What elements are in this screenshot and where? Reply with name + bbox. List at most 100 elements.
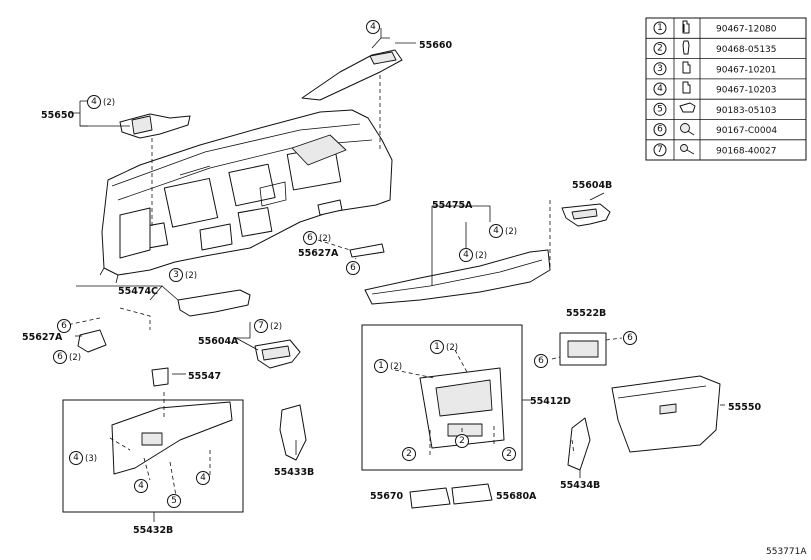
- svg-text:4: 4: [200, 473, 206, 483]
- screw-icon: [680, 123, 690, 133]
- instrument-panel: [99, 109, 393, 284]
- clip-icon: [682, 61, 691, 74]
- table-part-number: 90167-C0004: [716, 126, 777, 136]
- callout: 3 (2): [169, 268, 197, 282]
- svg-text:4: 4: [370, 22, 376, 32]
- table-part-number: 90168-40027: [716, 146, 777, 156]
- part-label-55433B: 55433B: [274, 467, 314, 478]
- part-label-55670: 55670: [370, 491, 403, 502]
- part-label-55475A: 55475A: [432, 200, 473, 211]
- callout: 6 (2): [303, 231, 331, 245]
- part-label-55680A: 55680A: [496, 491, 537, 502]
- vent-55680A: [451, 483, 493, 505]
- table-row: 6 90167-C0004: [653, 123, 777, 137]
- callout: 4 (2): [489, 224, 517, 238]
- svg-text:6: 6: [538, 356, 544, 366]
- svg-text:(2): (2): [69, 353, 81, 363]
- callout: 5: [167, 494, 181, 508]
- svg-text:3: 3: [173, 270, 179, 280]
- svg-text:(3): (3): [85, 454, 97, 464]
- side-vent-55650: [119, 113, 191, 139]
- svg-text:6: 6: [57, 352, 63, 362]
- table-row: 2 90468-05135: [653, 40, 777, 55]
- nut-icon: [679, 102, 696, 113]
- callout: 4 (2): [87, 95, 115, 109]
- callout: 4 (2): [459, 248, 487, 262]
- clip-55627A: [349, 243, 385, 258]
- part-label-55660: 55660: [419, 40, 452, 51]
- part-label-55650: 55650: [41, 110, 74, 121]
- callout: 4 (3): [69, 451, 97, 465]
- side-panel-55434B: [567, 417, 591, 471]
- callout: 2: [455, 434, 469, 448]
- leader-lines: [70, 28, 725, 522]
- part-label-55474C: 55474C: [118, 286, 158, 297]
- callout: 1 (2): [430, 340, 458, 354]
- part-label-55627A: 55627A: [298, 248, 339, 259]
- part-label-55547: 55547: [188, 371, 221, 382]
- svg-text:4: 4: [463, 250, 469, 260]
- svg-text:6: 6: [627, 333, 633, 343]
- callout: 4: [134, 479, 148, 493]
- table-row: 4 90467-10203: [653, 81, 777, 96]
- clip-55627A-left: [77, 329, 107, 353]
- callout: 6: [57, 319, 71, 333]
- svg-text:4: 4: [91, 97, 97, 107]
- callout: 6: [623, 331, 637, 345]
- svg-text:(2): (2): [475, 251, 487, 261]
- part-label-55412D: 55412D: [530, 396, 571, 407]
- table-ref: 2: [657, 44, 663, 54]
- clip-55547: [151, 367, 169, 387]
- callout: 7 (2): [254, 319, 282, 333]
- table-part-number: 90467-12080: [716, 25, 777, 35]
- catalog-number: 553771A: [766, 547, 807, 557]
- svg-text:(2): (2): [185, 271, 197, 281]
- callout: 6: [346, 261, 360, 275]
- table-ref: 7: [657, 145, 663, 155]
- group-box-55432B: [62, 399, 244, 513]
- svg-text:(2): (2): [103, 98, 115, 108]
- table-part-number: 90467-10201: [716, 65, 777, 75]
- side-panel-55433B: [279, 404, 307, 461]
- lower-panel-55432B: [111, 401, 233, 475]
- callout: 4: [196, 471, 210, 485]
- svg-text:6: 6: [350, 263, 356, 273]
- table-ref: 4: [657, 84, 663, 94]
- clip-icon: [682, 81, 691, 94]
- svg-text:4: 4: [73, 453, 79, 463]
- callout: 2: [502, 447, 516, 461]
- part-label-55604B: 55604B: [572, 180, 612, 191]
- callout: 2: [402, 447, 416, 461]
- panel-55475A: [364, 249, 551, 305]
- part-label-55550: 55550: [728, 402, 761, 413]
- table-part-number: 90468-05135: [716, 45, 777, 55]
- table-ref: 6: [657, 125, 663, 135]
- callout: 6 (2): [53, 350, 81, 364]
- clip-icon: [682, 20, 690, 34]
- svg-text:4: 4: [138, 481, 144, 491]
- part-label-55522B: 55522B: [566, 308, 606, 319]
- glove-box-55550: [611, 375, 721, 453]
- callout: 4: [366, 20, 380, 34]
- svg-text:7: 7: [258, 321, 264, 331]
- table-ref: 3: [657, 64, 663, 74]
- part-label-55434B: 55434B: [560, 480, 600, 491]
- table-row: 1 90467-12080: [653, 20, 777, 35]
- fastener-table: 1 90467-12080 2 90468-05135 3 90467-1020…: [645, 17, 807, 161]
- svg-text:1: 1: [378, 361, 384, 371]
- svg-text:1: 1: [434, 342, 440, 352]
- screw-icon: [680, 144, 688, 152]
- svg-text:(2): (2): [319, 234, 331, 244]
- svg-text:(2): (2): [270, 322, 282, 332]
- svg-text:(2): (2): [505, 227, 517, 237]
- clip-icon: [682, 40, 690, 55]
- svg-text:6: 6: [61, 321, 67, 331]
- table-ref: 1: [657, 23, 663, 33]
- callout: 6: [534, 354, 548, 368]
- callout: 1 (2): [374, 359, 402, 373]
- svg-text:2: 2: [506, 449, 512, 459]
- bracket-55474C: [177, 289, 251, 317]
- table-row: 7 90168-40027: [653, 143, 777, 157]
- table-row: 3 90467-10201: [653, 61, 777, 76]
